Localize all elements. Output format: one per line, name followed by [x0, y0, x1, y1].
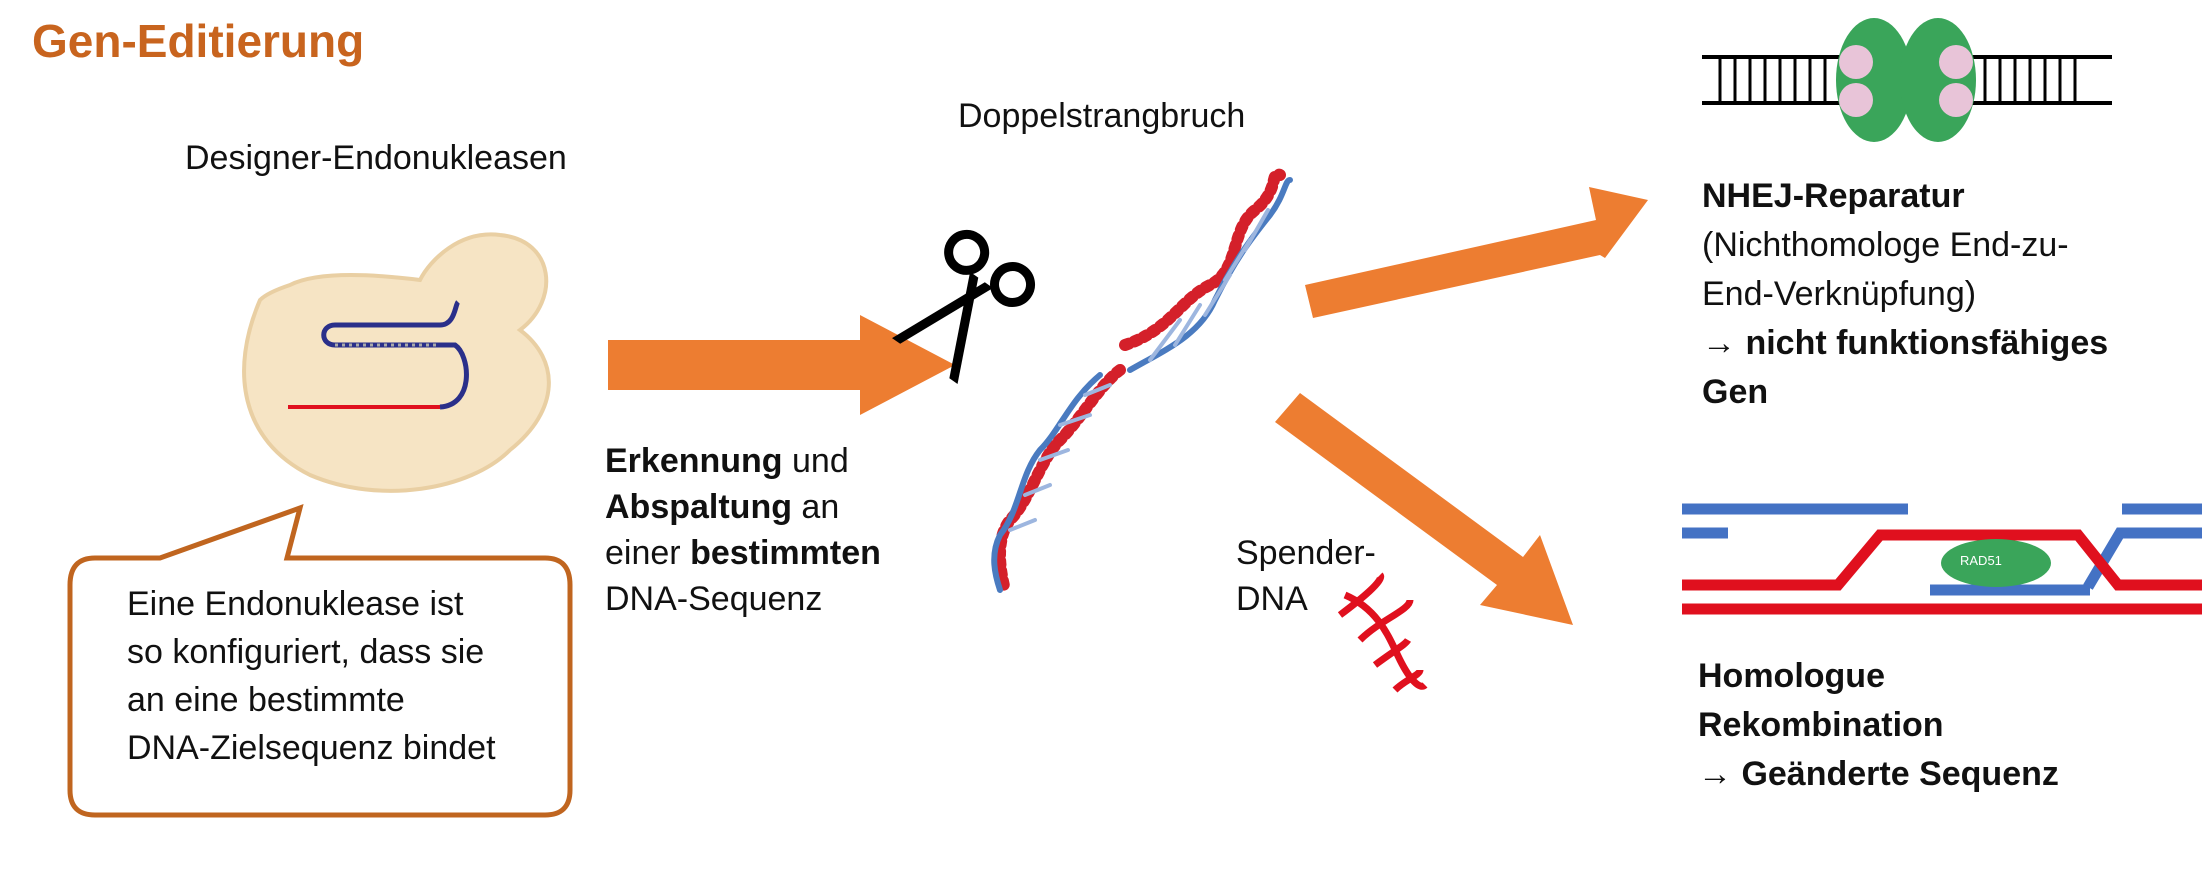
- recognition-rest-2: an: [791, 488, 840, 526]
- dna-helix-lower-icon: [991, 364, 1126, 596]
- nhej-result-1: → nicht funktionsfähiges: [1702, 319, 2108, 368]
- hr-line-2-text: Rekombination: [1698, 706, 1944, 744]
- recognition-line-4: DNA-Sequenz: [605, 580, 823, 618]
- designer-endonuclease-label: Designer-Endonukleasen: [185, 139, 567, 177]
- dna-helix-upper-icon: [1119, 168, 1293, 373]
- nhej-graphic: [1702, 18, 2112, 142]
- recognition-bold-2: Abspaltung: [605, 488, 792, 526]
- recognition-bold-1: Erkennung: [605, 442, 783, 480]
- scissors-icon: [892, 229, 1036, 384]
- recognition-line-1: Erkennung und: [605, 438, 881, 484]
- recognition-text: Erkennung und Abspaltung an einer bestim…: [605, 438, 881, 622]
- callout-line-4: DNA-Zielsequenz bindet: [127, 729, 496, 767]
- recognition-line-3: einer bestimmten: [605, 530, 881, 576]
- hr-result-text: Geänderte Sequenz: [1741, 755, 2059, 793]
- recognition-pre-3: einer: [605, 534, 691, 572]
- callout-line-2: so konfiguriert, dass sie: [127, 633, 485, 671]
- hr-result: → Geänderte Sequenz: [1698, 750, 2059, 799]
- nhej-line-2: (Nichthomologe End-zu-: [1702, 226, 2069, 264]
- nhej-text: NHEJ-Reparatur (Nichthomologe End-zu- En…: [1702, 172, 2108, 417]
- donor-dna-icon: [1337, 572, 1428, 693]
- donor-dna-label: Spender- DNA: [1236, 530, 1376, 622]
- hr-arrow-glyph: →: [1698, 755, 1732, 793]
- hr-line-1-text: Homologue: [1698, 657, 1885, 695]
- arrow-nhej: [1305, 187, 1648, 318]
- callout-line-3: an eine bestimmte: [127, 681, 405, 719]
- hr-graphic: [1682, 503, 2202, 615]
- endonuclease-protein-icon: [242, 232, 551, 493]
- arrow-hr: [1275, 393, 1573, 625]
- nhej-arrow-glyph: →: [1702, 324, 1736, 362]
- recognition-rest-1: und: [782, 442, 849, 480]
- nhej-result-2-text: Gen: [1702, 373, 1769, 411]
- nhej-result-1-text: nicht funktionsfähiges: [1745, 324, 2109, 362]
- callout-text: Eine Endonuklease ist so konfiguriert, d…: [127, 580, 567, 772]
- arrow-recognition: [608, 315, 955, 415]
- hr-line-2: Rekombination: [1698, 701, 2059, 750]
- donor-line-1: Spender-: [1236, 534, 1376, 572]
- callout-line-1: Eine Endonuklease ist: [127, 585, 464, 623]
- nhej-line-3: End-Verknüpfung): [1702, 275, 1977, 313]
- recognition-bold-3: bestimmten: [690, 534, 881, 572]
- nhej-heading-text: NHEJ-Reparatur: [1702, 177, 1965, 215]
- page-title: Gen-Editierung: [32, 15, 365, 67]
- rad51-label: RAD51: [1960, 553, 2002, 568]
- nhej-result-2: Gen: [1702, 368, 2108, 417]
- recognition-line-2: Abspaltung an: [605, 484, 881, 530]
- double-strand-break-label: Doppelstrangbruch: [958, 97, 1246, 135]
- donor-line-2: DNA: [1236, 580, 1308, 618]
- callout-bubble: [67, 504, 573, 818]
- hr-text: Homologue Rekombination → Geänderte Sequ…: [1698, 652, 2059, 799]
- hr-line-1: Homologue: [1698, 652, 2059, 701]
- nhej-heading: NHEJ-Reparatur: [1702, 172, 2108, 221]
